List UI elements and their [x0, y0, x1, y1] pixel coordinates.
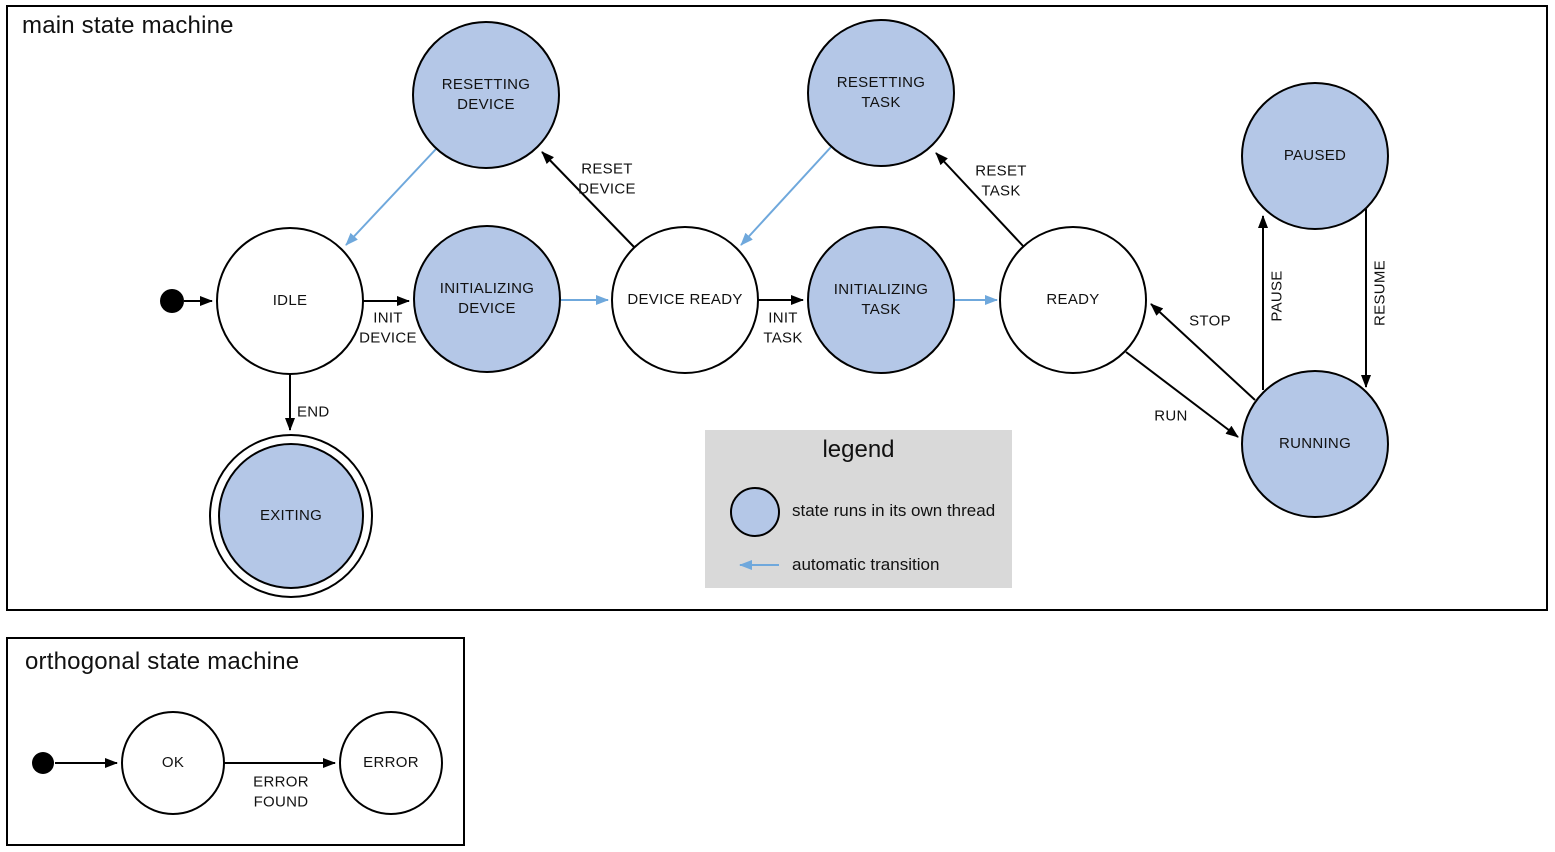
- state-label-initializing-device: INITIALIZING DEVICE: [439, 279, 535, 317]
- transition-label-resume: RESUME: [1371, 260, 1389, 326]
- state-label-resetting-device: RESETTING DEVICE: [441, 75, 531, 113]
- state-label-error: ERROR: [363, 753, 419, 771]
- state-label-initializing-task: INITIALIZING TASK: [833, 280, 929, 318]
- state-initializing-task: INITIALIZING TASK: [807, 226, 955, 374]
- initial-state-dot-main: [160, 289, 184, 313]
- final-state-exiting-ring: EXITING: [209, 434, 373, 598]
- state-running: RUNNING: [1241, 370, 1389, 518]
- state-label-exiting: EXITING: [259, 506, 323, 524]
- transition-label-pause: PAUSE: [1268, 270, 1286, 322]
- state-idle: IDLE: [216, 227, 364, 375]
- state-paused: PAUSED: [1241, 82, 1389, 230]
- state-error: ERROR: [339, 711, 443, 815]
- state-label-idle: IDLE: [272, 291, 308, 309]
- transition-label-error-found: ERROR FOUND: [253, 773, 309, 811]
- initial-state-dot-orthogonal: [32, 752, 54, 774]
- state-resetting-task: RESETTING TASK: [807, 19, 955, 167]
- threaded-state-legend-icon: [730, 487, 780, 537]
- state-label-running: RUNNING: [1278, 434, 1352, 452]
- transition-label-stop: STOP: [1189, 312, 1231, 330]
- legend-title: legend: [822, 436, 895, 463]
- transition-label-reset-task: RESET TASK: [975, 162, 1027, 200]
- state-label-device-ready: DEVICE READY: [627, 290, 743, 308]
- state-label-ok: OK: [161, 753, 185, 771]
- transition-label-reset-device: RESET DEVICE: [578, 160, 636, 198]
- legend-thread-note: state runs in its own thread: [792, 501, 996, 520]
- main-state-machine-frame: [6, 5, 1548, 611]
- transition-label-init-task: INIT TASK: [763, 309, 803, 347]
- state-label-ready: READY: [1046, 290, 1100, 308]
- transition-label-init-device: INIT DEVICE: [359, 309, 417, 347]
- state-initializing-device: INITIALIZING DEVICE: [413, 225, 561, 373]
- state-resetting-device: RESETTING DEVICE: [412, 21, 560, 169]
- state-ready: READY: [999, 226, 1147, 374]
- state-exiting: EXITING: [218, 443, 364, 589]
- state-device-ready: DEVICE READY: [611, 226, 759, 374]
- orthogonal-state-machine-frame: [6, 637, 465, 846]
- orthogonal-state-machine-title: orthogonal state machine: [25, 648, 300, 675]
- state-label-resetting-task: RESETTING TASK: [836, 73, 926, 111]
- transition-label-run: RUN: [1154, 407, 1188, 425]
- transition-label-end: END: [297, 403, 330, 421]
- state-ok: OK: [121, 711, 225, 815]
- main-state-machine-title: main state machine: [22, 12, 234, 39]
- state-label-paused: PAUSED: [1283, 146, 1347, 164]
- legend-auto-note: automatic transition: [792, 555, 940, 574]
